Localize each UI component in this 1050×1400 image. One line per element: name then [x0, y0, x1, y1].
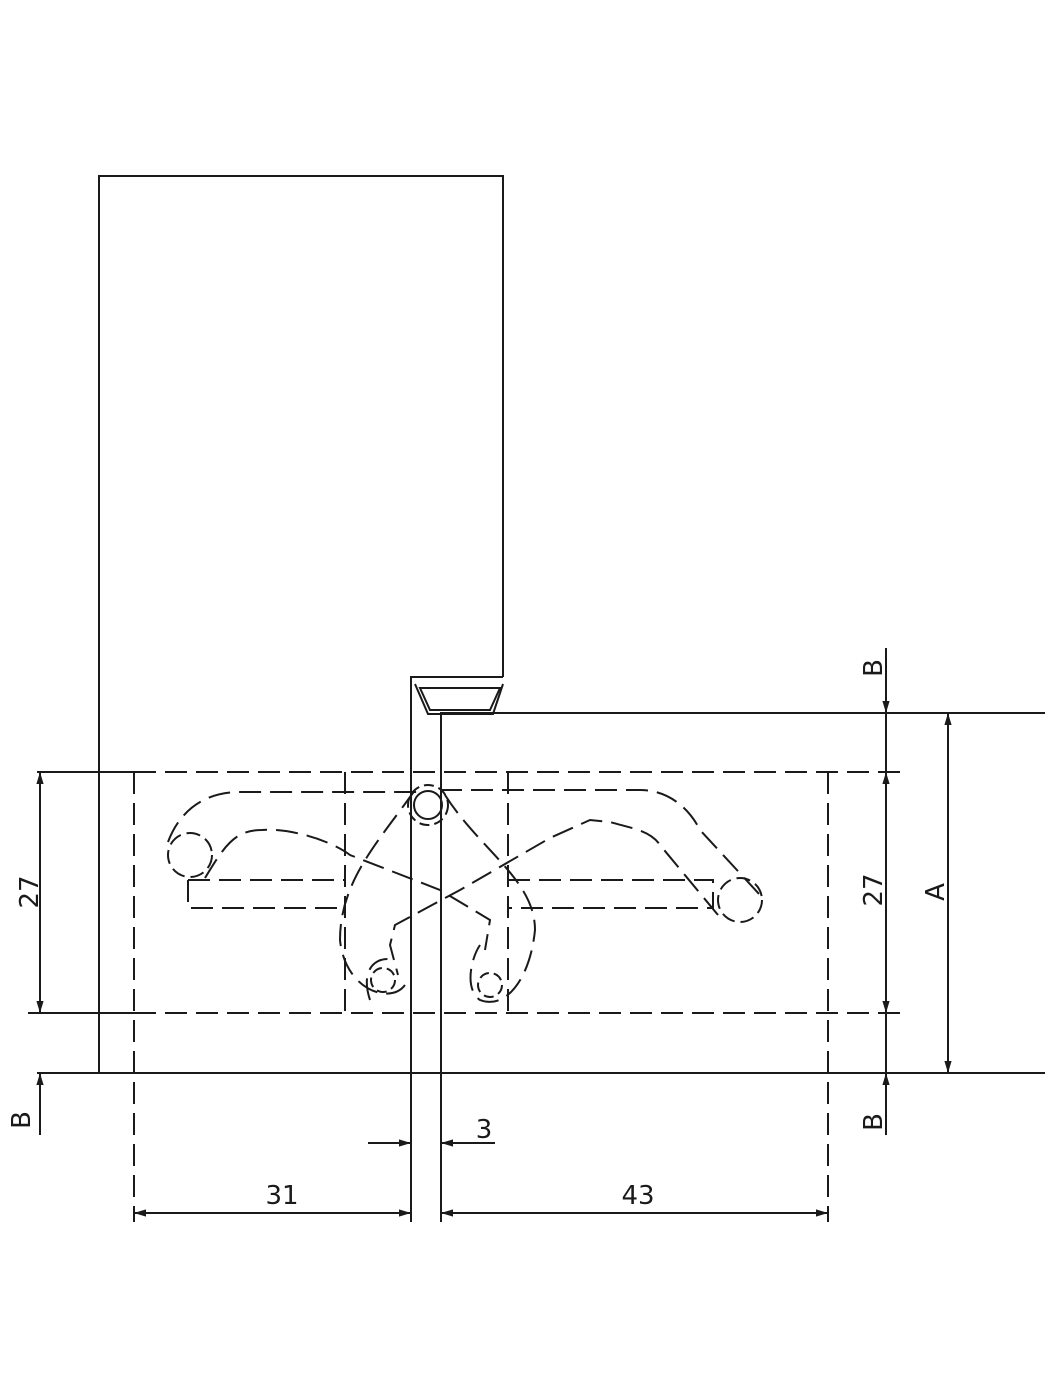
dim-right-27-label: 27 [859, 873, 889, 906]
pocket-outline [133, 771, 900, 1222]
hinge-cap-outer [414, 683, 504, 715]
dim-gap-3-label: 3 [476, 1115, 493, 1145]
hinge-mechanism [167, 784, 763, 1003]
section-mark-right-bottom: B [859, 1113, 889, 1131]
dim-left-27-label: 27 [15, 875, 45, 908]
door-leaf [98, 175, 504, 1073]
dim-43-label: 43 [621, 1181, 654, 1211]
dim-a-label: A [921, 883, 951, 901]
section-mark-right-top: B [859, 659, 889, 677]
hinge-cap [410, 676, 1045, 1222]
right-slot [508, 879, 714, 909]
hinge-cap-inner [418, 687, 502, 711]
left-slot [187, 879, 345, 909]
section-mark-left: B [7, 1111, 37, 1129]
inner-pocket [344, 772, 509, 1013]
dim-31-label: 31 [265, 1181, 298, 1211]
